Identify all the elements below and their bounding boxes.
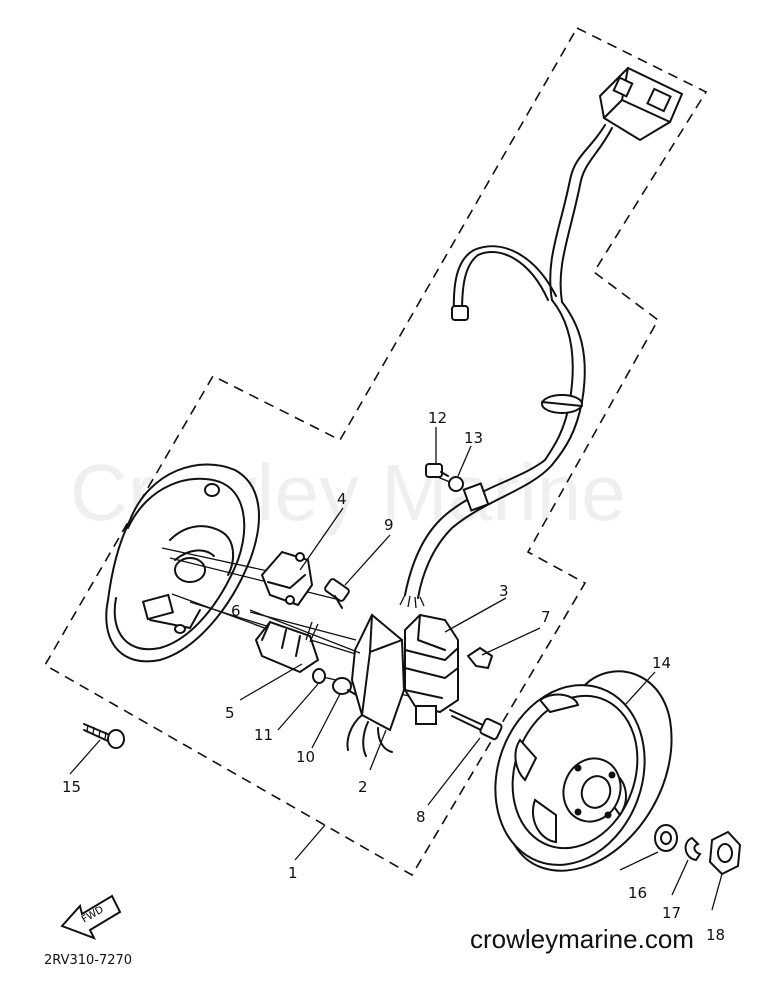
washer-16 — [654, 824, 678, 852]
washer-11 — [312, 668, 326, 684]
callout-3: 3 — [499, 582, 509, 600]
lock-washer-17 — [684, 836, 702, 862]
callout-6: 6 — [231, 602, 241, 620]
callout-12: 12 — [428, 409, 447, 427]
nut-18 — [708, 830, 742, 876]
fwd-arrow-icon: FWD — [60, 894, 122, 940]
callout-7: 7 — [541, 608, 551, 626]
bolt-8 — [449, 709, 503, 741]
callout-14: 14 — [652, 654, 671, 672]
ignition-coil-part — [404, 613, 459, 725]
washer-13 — [448, 476, 464, 492]
callout-labels: 1 2 3 4 5 6 7 8 9 10 11 12 13 14 15 16 1… — [62, 409, 725, 944]
assembly-boundary — [43, 26, 708, 877]
pulser-coil-part — [260, 550, 314, 607]
diagram-code: 2RV310-7270 — [44, 953, 132, 968]
callout-10: 10 — [296, 748, 315, 766]
callout-5: 5 — [225, 704, 235, 722]
screw-9 — [324, 578, 350, 609]
callout-16: 16 — [628, 884, 647, 902]
charge-coil-part — [254, 620, 320, 674]
callout-9: 9 — [384, 516, 394, 534]
clamp-7 — [466, 646, 494, 670]
wire-harness — [399, 124, 613, 609]
flywheel-part — [494, 670, 673, 872]
callout-11: 11 — [254, 726, 273, 744]
callout-15: 15 — [62, 778, 81, 796]
callout-1: 1 — [288, 864, 298, 882]
callout-18: 18 — [706, 926, 725, 944]
callout-2: 2 — [358, 778, 368, 796]
callout-17: 17 — [662, 904, 681, 922]
cdi-unit-part — [346, 613, 406, 757]
callout-8: 8 — [416, 808, 426, 826]
screw-15 — [83, 723, 125, 749]
leader-lines — [69, 427, 723, 911]
callout-13: 13 — [464, 429, 483, 447]
callout-4: 4 — [337, 490, 347, 508]
screw-12 — [425, 463, 449, 478]
harness-connector — [598, 66, 684, 142]
website-label: crowleymarine.com — [470, 924, 694, 954]
